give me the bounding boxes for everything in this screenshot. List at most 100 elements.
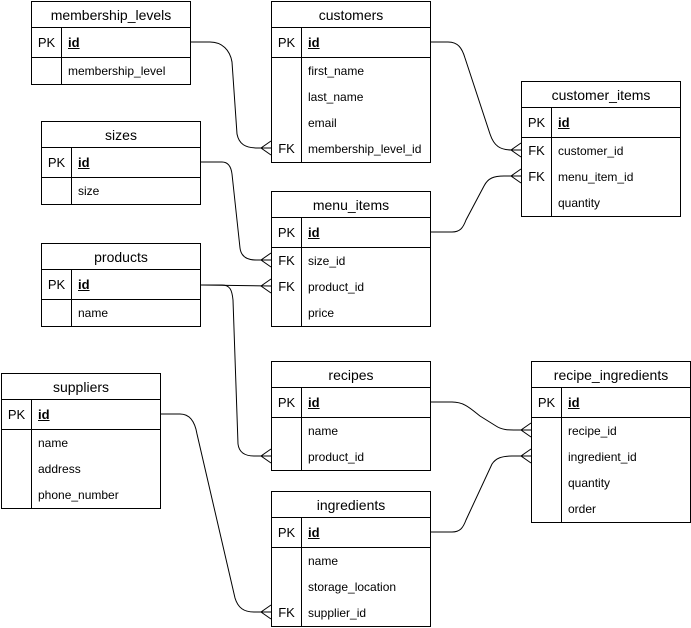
relation-products-recipes bbox=[201, 285, 271, 456]
table-row[interactable]: name bbox=[272, 418, 430, 444]
field-name: id bbox=[78, 155, 90, 170]
table-row[interactable]: storage_location bbox=[272, 574, 430, 600]
table-row[interactable]: quantity bbox=[522, 190, 680, 216]
field-name: id bbox=[308, 35, 320, 50]
field-name: quantity bbox=[568, 476, 611, 490]
key-badge: FK bbox=[272, 136, 302, 162]
table-row[interactable]: email bbox=[272, 110, 430, 136]
field-name: name bbox=[38, 436, 69, 450]
key-badge: PK bbox=[272, 388, 302, 417]
key-badge: PK bbox=[42, 270, 72, 299]
table-row[interactable]: PK id bbox=[272, 218, 430, 248]
table-row[interactable]: PK id bbox=[272, 28, 430, 58]
field-name: email bbox=[308, 116, 337, 130]
key-badge bbox=[272, 58, 302, 84]
table-row[interactable]: quantity bbox=[532, 470, 690, 496]
table-row[interactable]: name bbox=[272, 548, 430, 574]
table-row[interactable]: name bbox=[2, 430, 160, 456]
crows-foot-customer-items-menu-item-id bbox=[511, 169, 521, 183]
table-row[interactable]: size bbox=[42, 178, 200, 204]
table-row[interactable]: product_id bbox=[272, 444, 430, 470]
table-row[interactable]: last_name bbox=[272, 84, 430, 110]
field-name: storage_location bbox=[308, 580, 397, 594]
key-badge bbox=[532, 418, 562, 444]
field-name: quantity bbox=[558, 196, 601, 210]
table-title-customer-items: customer_items bbox=[522, 82, 680, 108]
key-badge bbox=[272, 84, 302, 110]
key-badge bbox=[2, 482, 32, 508]
crows-foot-recipes-product-id bbox=[261, 449, 271, 463]
table-row[interactable]: order bbox=[532, 496, 690, 522]
key-badge bbox=[532, 496, 562, 522]
key-badge: PK bbox=[272, 218, 302, 247]
relation-membership-levels-customers bbox=[191, 42, 271, 148]
crows-foot-menu-items-product-id bbox=[261, 279, 271, 293]
table-row[interactable]: first_name bbox=[272, 58, 430, 84]
table-row[interactable]: phone_number bbox=[2, 482, 160, 508]
table-title-sizes: sizes bbox=[42, 122, 200, 148]
field-name: name bbox=[308, 424, 339, 438]
table-row[interactable]: name bbox=[42, 300, 200, 326]
table-row[interactable]: recipe_id bbox=[532, 418, 690, 444]
key-badge: PK bbox=[272, 28, 302, 57]
crows-foot-recipe-ingredients-recipe-id bbox=[521, 423, 531, 437]
table-title-suppliers: suppliers bbox=[2, 374, 160, 400]
relation-suppliers-ingredients bbox=[161, 414, 271, 612]
key-badge: FK bbox=[522, 138, 552, 164]
field-name: id bbox=[78, 277, 90, 292]
crows-foot-recipe-ingredients-ingredient-id bbox=[521, 449, 531, 463]
table-row[interactable]: PK id bbox=[42, 270, 200, 300]
crows-foot-customers-membership-level-id bbox=[261, 141, 271, 155]
key-badge bbox=[2, 456, 32, 482]
table-title-membership-levels: membership_levels bbox=[32, 2, 190, 28]
crows-foot-menu-items-size-id bbox=[261, 253, 271, 267]
field-name: ingredient_id bbox=[568, 450, 637, 464]
table-row[interactable]: address bbox=[2, 456, 160, 482]
table-row[interactable]: ingredient_id bbox=[532, 444, 690, 470]
field-name: id bbox=[558, 115, 570, 130]
field-name: id bbox=[308, 225, 320, 240]
table-title-recipes: recipes bbox=[272, 362, 430, 388]
relation-recipes-recipe-ingredients bbox=[431, 402, 531, 430]
table-row[interactable]: membership_level bbox=[32, 58, 190, 84]
crows-foot-ingredients-supplier-id bbox=[261, 605, 271, 619]
field-name: id bbox=[568, 395, 580, 410]
key-badge bbox=[272, 110, 302, 136]
table-title-recipe-ingredients: recipe_ingredients bbox=[532, 362, 690, 388]
table-title-menu-items: menu_items bbox=[272, 192, 430, 218]
key-badge bbox=[272, 300, 302, 326]
table-title-ingredients: ingredients bbox=[272, 492, 430, 518]
field-name: size bbox=[78, 184, 100, 198]
crows-foot-customer-items-customer-id bbox=[511, 143, 521, 157]
key-badge: PK bbox=[2, 400, 32, 429]
table-row[interactable]: price bbox=[272, 300, 430, 326]
table-title-customers: customers bbox=[272, 2, 430, 28]
field-name: product_id bbox=[308, 280, 365, 294]
field-name: last_name bbox=[308, 90, 364, 104]
key-badge bbox=[522, 190, 552, 216]
